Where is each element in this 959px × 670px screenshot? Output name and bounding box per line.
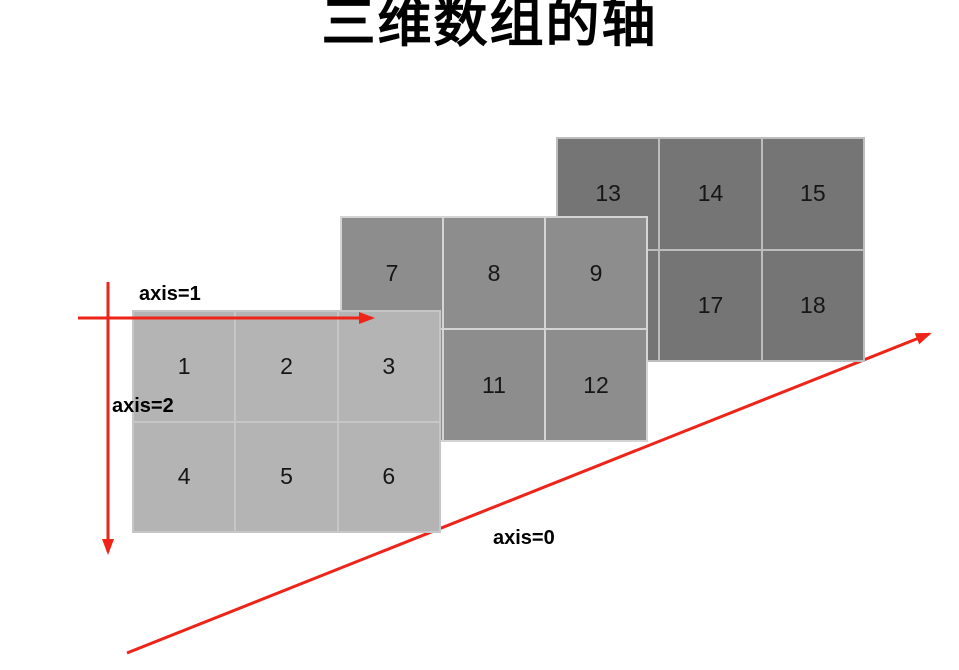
array-cell: 15 bbox=[762, 139, 863, 249]
array-cell: 6 bbox=[338, 422, 439, 531]
array-cell: 11 bbox=[444, 330, 544, 440]
array-cell: 7 bbox=[342, 218, 442, 328]
axis0-label: axis=0 bbox=[493, 527, 555, 549]
array-cell: 4 bbox=[134, 422, 235, 531]
array-cell: 14 bbox=[660, 139, 761, 249]
array-cell: 17 bbox=[660, 250, 761, 360]
axis2-label: axis=2 bbox=[112, 395, 174, 417]
array-cell: 5 bbox=[236, 422, 337, 531]
page-title: 三维数组的轴 bbox=[321, 0, 658, 53]
array-cell: 2 bbox=[236, 312, 337, 421]
array-cell: 9 bbox=[546, 218, 646, 328]
array-cell: 18 bbox=[762, 250, 863, 360]
array-cell: 8 bbox=[444, 218, 544, 328]
axis1-label: axis=1 bbox=[139, 283, 201, 305]
array-cell: 3 bbox=[338, 312, 439, 421]
array-cell: 12 bbox=[546, 330, 646, 440]
